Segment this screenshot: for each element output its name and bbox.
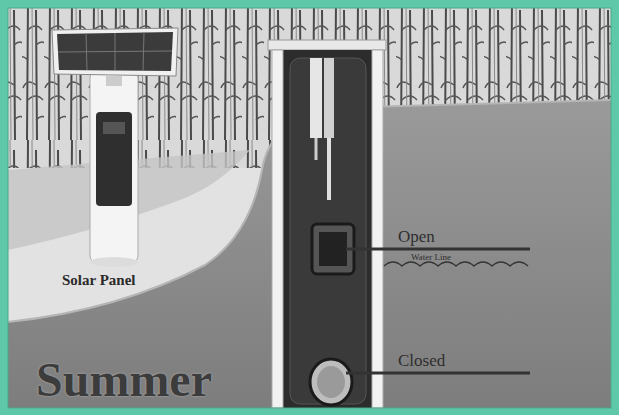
leader-line [346, 248, 530, 251]
water-line-label: Water Line [411, 253, 451, 262]
structure-wall [372, 50, 383, 408]
state-label: Open [398, 228, 435, 245]
closed-gate [310, 359, 352, 405]
inner-channel [290, 58, 366, 404]
panel-mount [106, 76, 122, 86]
structure-body [272, 50, 383, 408]
part-label: Solar Panel [62, 273, 135, 288]
post-base [90, 257, 138, 267]
post [90, 72, 138, 262]
solar-unit [52, 28, 178, 267]
image-frame [8, 8, 611, 408]
actuator-rod [327, 138, 331, 200]
control-display [103, 122, 125, 134]
leaders [346, 249, 530, 373]
control-box [96, 112, 132, 206]
leader-line [346, 372, 530, 375]
background [8, 8, 611, 408]
actuator [324, 58, 334, 138]
actuator [310, 58, 322, 138]
state-label: Closed [398, 352, 445, 369]
cell-grid [58, 32, 172, 71]
solar-cells [57, 32, 173, 71]
sky [8, 8, 611, 408]
control-structure [268, 40, 386, 408]
water-line-wave [384, 262, 528, 266]
solar-panel-frame [52, 28, 178, 76]
gate-plate [317, 366, 345, 398]
gate-opening [319, 232, 347, 266]
structure-cap [268, 40, 386, 50]
actuator-rod [315, 138, 318, 160]
structure-wall [272, 50, 283, 408]
title: Summer [36, 356, 212, 404]
